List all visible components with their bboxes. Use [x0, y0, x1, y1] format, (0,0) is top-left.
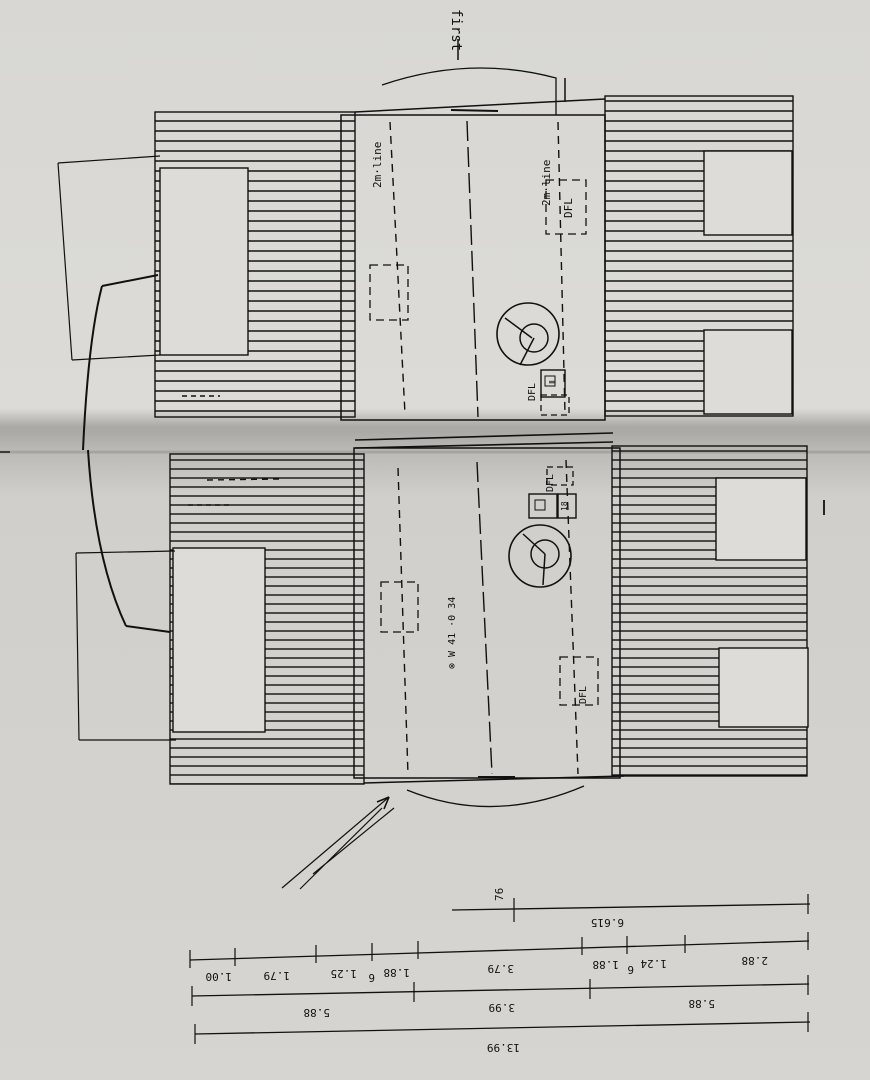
upper-box-mark: Ⅱ: [548, 380, 557, 384]
upper-door-arc: [381, 67, 557, 115]
dimension-lines: 6.615 76 2.88 1.24 6: [189, 888, 811, 1054]
dimension-row-2-a-label: 2.88: [742, 954, 769, 967]
dimension-row-2-d-label: 1.88: [593, 958, 620, 971]
lower-fixture-line-1: [522, 533, 546, 555]
dimension-row-2-f-label: 1.88: [384, 966, 411, 979]
dimension-row-1: 6.615 76: [451, 888, 811, 929]
dimension-row-2-b-label: 1.24: [640, 957, 667, 970]
upper-mid-dfl-label: DFL: [527, 383, 538, 401]
upper-right-line-label: 2m·line: [540, 160, 553, 206]
dimension-row-4-line: [194, 1021, 811, 1035]
upper-circle-fixture: [496, 302, 560, 366]
lower-right-dashed-guide: [565, 459, 579, 775]
upper-small-solid-box: [540, 369, 566, 398]
upper-small-inner-box: [544, 375, 556, 387]
lower-left-curved-wall: [87, 449, 171, 633]
lower-right-blank-room-1: [715, 477, 807, 561]
dimension-row-3: 5.88 3.99 5.88: [191, 975, 810, 1019]
upper-fixture-line-1: [504, 317, 533, 339]
upper-fixture-inner-circle: [519, 323, 549, 353]
upper-right-blank-room-1: [703, 150, 793, 236]
middle-corridor-line-2: [354, 441, 614, 449]
lower-left-outside-line: [75, 550, 176, 741]
lower-left-blank-room: [172, 547, 266, 733]
lower-corridor-outline: [353, 447, 621, 779]
entry-arrow-lines: [281, 796, 395, 890]
middle-corridor-line-1: [354, 432, 614, 441]
upper-fixture-line-2: [519, 337, 535, 366]
lower-fixture-line-2: [542, 553, 546, 586]
top-label: first: [448, 9, 464, 51]
lower-door-arc: [406, 785, 585, 808]
upper-center-dashed-guide: [466, 120, 479, 418]
upper-door-leaf: [450, 109, 499, 112]
dimension-row-3-c-label: 5.88: [304, 1006, 331, 1019]
upper-left-dashed-guide: [389, 121, 406, 415]
lower-fixture-inner-circle: [530, 539, 560, 569]
upper-top-edge: [354, 98, 606, 113]
lower-right-dashed-box: [559, 656, 599, 706]
upper-small-dashed-box: [540, 394, 570, 416]
lower-left-dashed-wall-note: [206, 478, 281, 481]
dimension-row-2-e-label: 3.79: [488, 962, 515, 975]
dimension-row-3-line: [191, 983, 810, 997]
dimension-row-3-b-label: 3.99: [489, 1001, 516, 1014]
upper-right-blank-room-2: [703, 329, 793, 415]
upper-line-label: 2m·line: [371, 142, 384, 188]
lower-small-inner-box: [534, 499, 546, 511]
dimension-row-2-g-label: 6: [368, 971, 375, 984]
lower-small-dashed-box: [546, 466, 574, 486]
upper-fixture-outer-circle: [496, 302, 560, 366]
upper-right-dashed-box: [545, 179, 587, 235]
dimension-row-3-a-label: 5.88: [689, 997, 716, 1010]
dimension-row-1-line: [451, 903, 811, 911]
lower-bottom-edge: [363, 775, 625, 784]
lower-left-dashed-box: [380, 581, 419, 633]
lower-fixture-outer-circle: [508, 524, 572, 588]
lower-small-solid-box: [528, 493, 558, 519]
lower-mid-dfl-label: DFL: [545, 474, 556, 492]
upper-left-outside-line: [57, 155, 161, 361]
lower-box-mark: 18: [560, 501, 569, 511]
dimension-row-2-h-label: 1.25: [331, 967, 358, 980]
dimension-row-2-i-label: 1.79: [264, 969, 291, 982]
upper-left-dashed-box: [369, 264, 409, 321]
dimension-row-2-j-label: 1.00: [206, 970, 233, 983]
dimension-row-2: 2.88 1.24 6 1.88 3.79 1.88 6 1.25 1.79 1…: [189, 932, 810, 984]
lower-plan: DFL DFL 18 ⊗ W 41 ·0 34: [75, 445, 809, 890]
upper-left-blank-room: [159, 167, 249, 356]
dimension-row-4: 13.99: [194, 1012, 811, 1054]
dimension-row-2-ticks: [189, 932, 809, 968]
dimension-row-4-overall-label: 13.99: [487, 1041, 520, 1054]
dimension-row-1-overall-label: 6.615: [591, 916, 624, 929]
lower-right-dfl-label: DFL: [578, 686, 589, 704]
upper-corridor-outline: [340, 114, 606, 421]
upper-left-curved-wall: [82, 274, 159, 451]
lower-side-solid-box: [557, 493, 577, 519]
lower-left-dashed-guide: [397, 467, 409, 776]
upper-right-dfl-label: DFL: [562, 198, 575, 218]
upper-plan: 2m·line 2m·line DFL DFL Ⅱ: [57, 67, 794, 451]
upper-right-dashed-guide: [557, 121, 566, 415]
lower-center-note: ⊗ W 41 ·0 34: [447, 597, 458, 669]
top-mark: first: [448, 9, 464, 60]
entry-arrow-head: [376, 796, 390, 810]
lower-center-dashed-guide: [476, 461, 493, 775]
dimension-row-1-segment-label: 76: [493, 888, 506, 901]
lower-right-blank-room-2: [718, 647, 809, 728]
dimension-row-2-c-label: 6: [627, 963, 634, 976]
lower-circle-fixture: [508, 524, 572, 588]
dimension-row-2-line: [189, 940, 810, 961]
